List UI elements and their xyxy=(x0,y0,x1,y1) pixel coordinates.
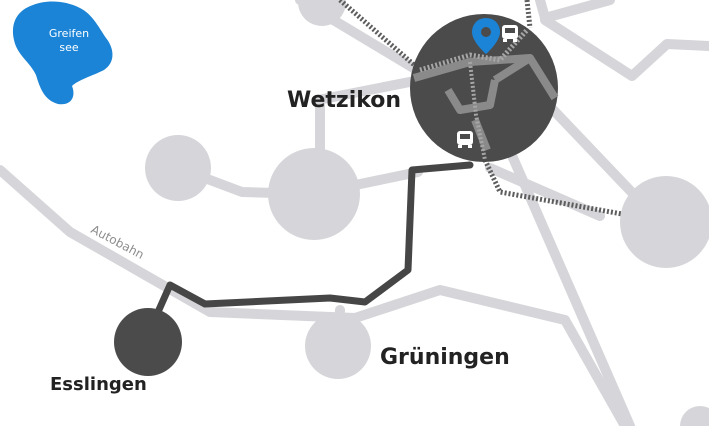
railway-line xyxy=(338,0,623,217)
wetzikon-railway-inner xyxy=(468,61,487,161)
node-light xyxy=(680,406,709,426)
road-segment xyxy=(485,163,605,221)
node-light xyxy=(145,135,211,201)
lake-shape xyxy=(12,1,113,105)
wetzikon-circle xyxy=(410,14,558,162)
lake-greifensee: Greifen see xyxy=(12,1,113,105)
railway-segment xyxy=(524,0,533,29)
road-segment xyxy=(540,15,709,81)
street xyxy=(492,54,533,84)
lake-label-line2: see xyxy=(59,41,78,54)
esslingen-node xyxy=(114,308,182,376)
place-label-esslingen: Esslingen xyxy=(50,374,147,395)
place-label-wetzikon: Wetzikon xyxy=(287,88,401,113)
node-light xyxy=(620,176,709,268)
railway-segment xyxy=(338,0,422,72)
node-light xyxy=(305,313,371,379)
train-icon[interactable] xyxy=(502,25,518,42)
node-light xyxy=(268,148,360,240)
lake-label-line1: Greifen xyxy=(49,27,89,40)
place-label-grueningen: Grüningen xyxy=(380,345,510,370)
road-segment xyxy=(535,0,615,23)
railway-segment xyxy=(482,158,623,217)
map-nodes xyxy=(145,0,709,426)
location-pin-icon[interactable] xyxy=(472,18,500,54)
street xyxy=(412,54,559,101)
node-light xyxy=(298,0,346,26)
wetzikon-node xyxy=(410,14,559,162)
route-line xyxy=(146,161,474,334)
train-icon[interactable] xyxy=(457,131,473,148)
